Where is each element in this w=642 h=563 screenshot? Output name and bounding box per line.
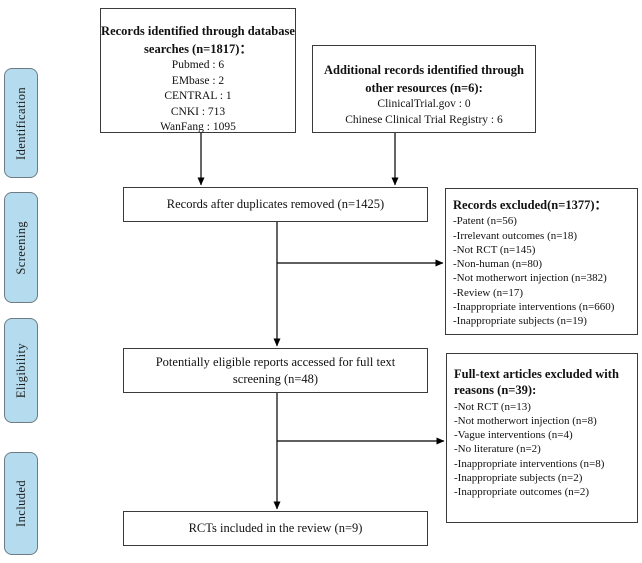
stage-label-identification: Identification [4, 68, 38, 178]
box-database-search-title: Records identified through database sear… [101, 24, 295, 57]
box-database-search: Records identified through database sear… [100, 8, 296, 133]
stage-label-included: Included [4, 452, 38, 555]
stage-label-text: Included [13, 480, 28, 527]
fulltext-excluded-item: -Inappropriate interventions (n=8) [454, 457, 605, 470]
db-item: Pubmed : 6 [171, 59, 225, 72]
box-fulltext-screening-text: Potentially eligible reports accessed fo… [155, 354, 396, 386]
fulltext-excluded-item: -No literature (n=2) [454, 443, 541, 456]
excluded-item: -Not RCT (n=145) [453, 243, 536, 256]
fulltext-excluded-item: -Not motherwort injection (n=8) [454, 414, 597, 427]
excluded-item: -Non-human (n=80) [453, 258, 542, 271]
excluded-item: -Inappropriate subjects (n=19) [453, 315, 587, 328]
box-additional-records: Additional records identified through ot… [312, 45, 536, 133]
db-item: CNKI : 713 [170, 105, 226, 118]
box-additional-records-title: Additional records identified through ot… [324, 63, 524, 96]
box-fulltext-excluded: Full-text articles excluded with reasons… [446, 353, 638, 523]
stage-label-eligibility: Eligibility [4, 318, 38, 423]
box-duplicates-removed-text: Records after duplicates removed (n=1425… [166, 197, 385, 212]
db-item: CENTRAL : 1 [164, 90, 232, 103]
box-records-excluded: Records excluded(n=1377)： -Patent (n=56)… [445, 188, 638, 335]
additional-item: ClinicalTrial.gov : 0 [377, 98, 471, 111]
box-duplicates-removed: Records after duplicates removed (n=1425… [123, 187, 428, 222]
box-fulltext-excluded-title: Full-text articles excluded with reasons… [454, 367, 619, 398]
fulltext-excluded-item: -Inappropriate subjects (n=2) [454, 471, 583, 484]
excluded-item: -Not motherwort injection (n=382) [453, 272, 607, 285]
stage-label-screening: Screening [4, 192, 38, 303]
stage-label-text: Identification [13, 86, 28, 160]
excluded-item: -Review (n=17) [453, 286, 524, 299]
fulltext-excluded-item: -Not RCT (n=13) [454, 400, 531, 413]
excluded-item: -Irrelevant outcomes (n=18) [453, 229, 578, 242]
stage-label-text: Screening [13, 220, 28, 275]
box-fulltext-screening: Potentially eligible reports accessed fo… [123, 348, 428, 393]
excluded-item: -Patent (n=56) [453, 215, 517, 228]
db-item: EMbase : 2 [171, 74, 225, 87]
fulltext-excluded-item: -Inappropriate outcomes (n=2) [454, 486, 590, 499]
box-included: RCTs included in the review (n=9) [123, 511, 428, 546]
db-item: WanFang : 1095 [160, 121, 236, 134]
additional-item: Chinese Clinical Trial Registry : 6 [345, 113, 503, 126]
excluded-item: -Inappropriate interventions (n=660) [453, 301, 615, 314]
box-included-text: RCTs included in the review (n=9) [188, 521, 363, 536]
stage-label-text: Eligibility [13, 342, 28, 399]
box-records-excluded-title: Records excluded(n=1377)： [453, 198, 607, 212]
fulltext-excluded-item: -Vague interventions (n=4) [454, 429, 573, 442]
